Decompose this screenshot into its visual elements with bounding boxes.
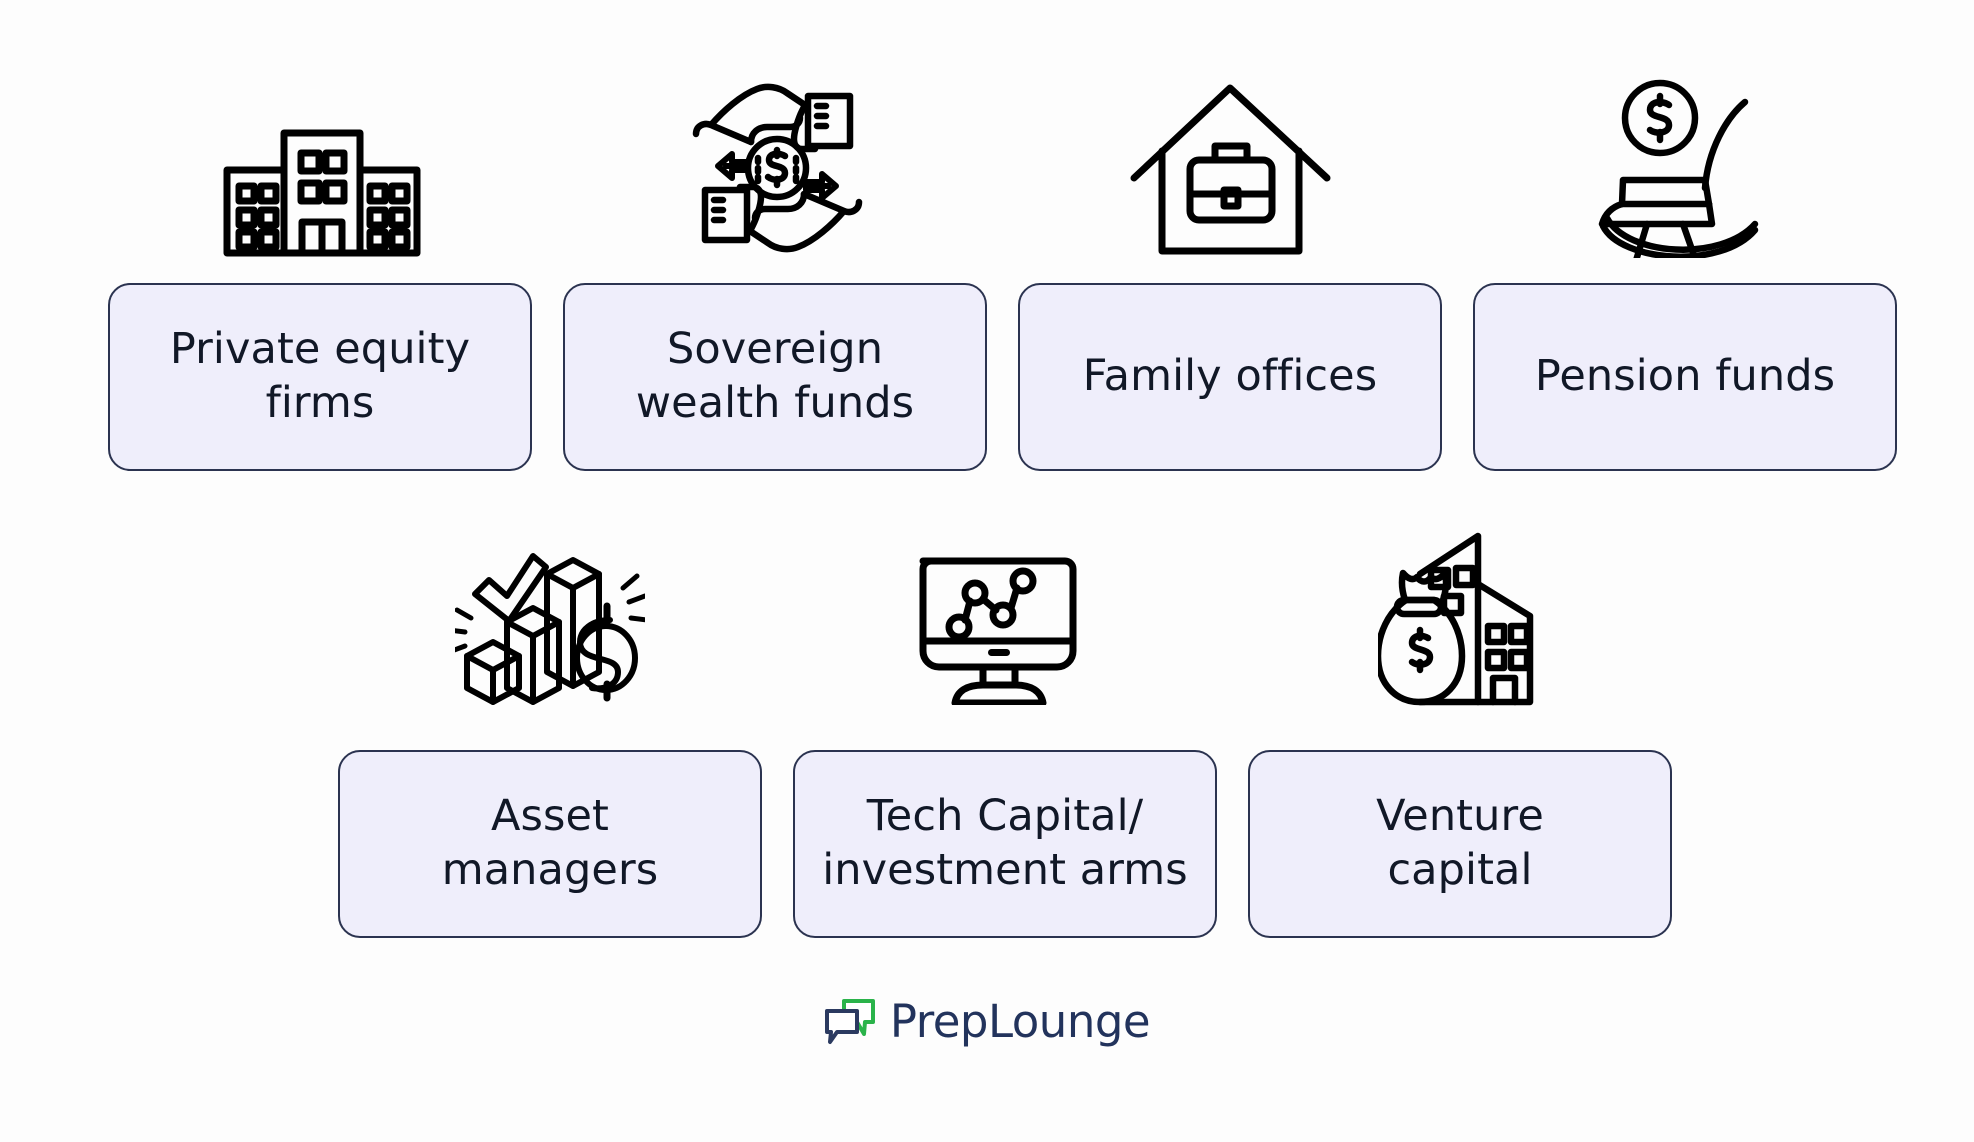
brand-name: PrepLounge xyxy=(889,995,1151,1048)
hands-exchanging-money-icon xyxy=(690,78,865,258)
card-pension-funds[interactable]: Pension funds xyxy=(1473,283,1897,471)
monitor-line-chart-icon xyxy=(915,545,1095,705)
card-venture-capital[interactable]: Venture capital xyxy=(1248,750,1672,938)
money-bag-buildings-icon xyxy=(1378,530,1553,710)
card-family-offices[interactable]: Family offices xyxy=(1018,283,1442,471)
card-sovereign-wealth-funds[interactable]: Sovereign wealth funds xyxy=(563,283,987,471)
house-with-briefcase-icon xyxy=(1128,82,1333,257)
bar-chart-dollar-checkmark-icon xyxy=(455,540,645,710)
speech-bubbles-icon xyxy=(824,998,876,1046)
card-label: Asset managers xyxy=(441,791,659,895)
card-asset-managers[interactable]: Asset managers xyxy=(338,750,762,938)
card-label: Pension funds xyxy=(1534,351,1836,402)
card-private-equity-firms[interactable]: Private equity firms xyxy=(108,283,532,471)
card-tech-capital-investment-arms[interactable]: Tech Capital/ investment arms xyxy=(793,750,1217,938)
card-label: Sovereign wealth funds xyxy=(635,324,915,428)
card-label: Venture capital xyxy=(1376,791,1544,895)
card-label: Tech Capital/ investment arms xyxy=(822,791,1188,895)
card-label: Private equity firms xyxy=(169,324,471,428)
preplounge-logo[interactable]: PrepLounge xyxy=(0,995,1974,1048)
office-building-icon xyxy=(222,128,422,258)
card-label: Family offices xyxy=(1082,351,1378,402)
rocking-chair-coin-icon xyxy=(1595,76,1775,258)
